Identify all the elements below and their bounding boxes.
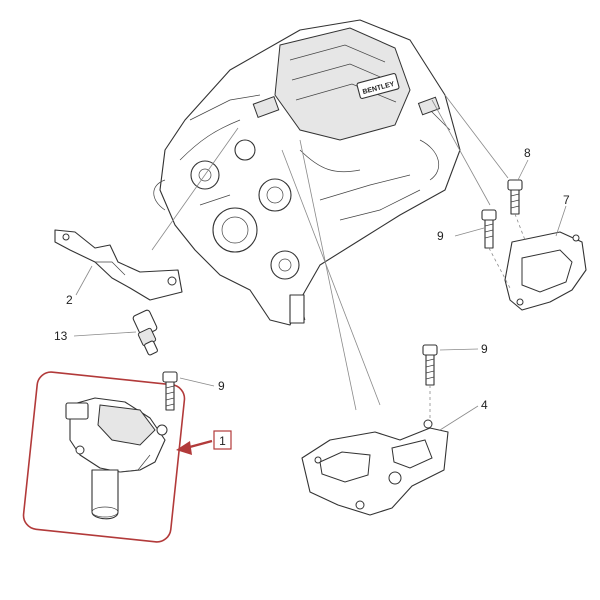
mount-bush-part-13	[132, 309, 158, 356]
gasket-part-7	[504, 231, 587, 311]
assembly-leader-lines	[151, 94, 509, 411]
bolt-9-near-mount	[162, 371, 178, 411]
callout-9-plate: 9	[481, 342, 488, 356]
callout-labels: 1 2 4 7 8 9 9 9 13	[54, 146, 570, 448]
callout-2: 2	[66, 293, 73, 307]
highlight-frame	[22, 371, 186, 543]
callout-8: 8	[524, 146, 531, 160]
callout-9-mount: 9	[218, 379, 225, 393]
callout-13: 13	[54, 329, 68, 343]
engine-mount-part-1	[65, 397, 168, 520]
callout-leaders	[73, 159, 567, 431]
callout-7: 7	[563, 193, 570, 207]
bolt-8	[507, 179, 526, 241]
bolt-9-near-gasket	[481, 209, 511, 289]
bracket-part-2	[54, 229, 183, 301]
callout-1: 1	[219, 434, 226, 448]
bolt-9-near-plate	[422, 344, 438, 420]
callout-9-gasket: 9	[437, 229, 444, 243]
callout-box-1	[213, 430, 232, 450]
callout-4: 4	[481, 398, 488, 412]
engine-assembly: BENTLEY	[153, 19, 461, 326]
highlight-arrow	[176, 439, 213, 455]
engine-badge: BENTLEY	[356, 72, 400, 100]
plate-part-4	[301, 419, 449, 516]
